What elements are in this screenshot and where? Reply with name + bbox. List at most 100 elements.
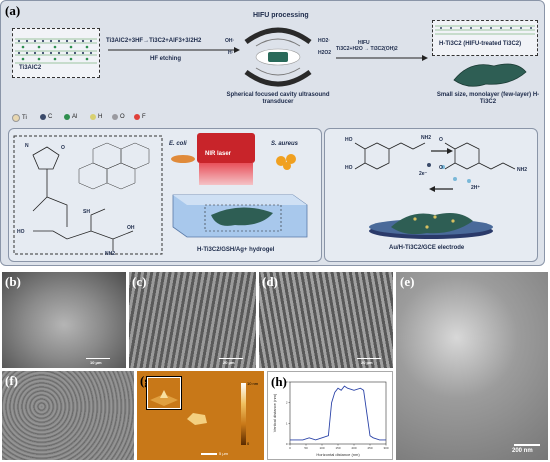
sem-image-d: (d) 20 μm (259, 272, 393, 368)
afm-colorbar (241, 383, 246, 445)
scale-text-g: 5 μm (219, 451, 228, 456)
panel-label-a: (a) (5, 3, 21, 18)
x-tick-label: 250 (367, 446, 372, 450)
hydrogel-block-icon (172, 194, 308, 238)
electrode-caption: Au/H-Ti3C2/GCE electrode (389, 245, 465, 251)
etching-label: HF etching (150, 56, 181, 62)
quinone-nh2: NH2 (517, 167, 528, 173)
plot-frame (289, 381, 387, 445)
panel-label-e: (e) (400, 274, 415, 289)
y-tick-label: 1 (286, 421, 288, 425)
x-axis-label: Horizontal distance (nm) (316, 452, 360, 457)
scale-bar-b (86, 358, 110, 359)
legend-item-o: O (112, 114, 125, 120)
etching-equation: Ti3AlC2+3HF→Ti3C2+AlF3+3/2H2 (106, 38, 202, 44)
dopamine-ho-top: HO (345, 137, 353, 143)
bacteria-1-label: E. coli (169, 141, 187, 147)
o-atom-icon (112, 114, 118, 120)
ultrasound-transducer-icon (244, 27, 312, 87)
x-tick-label: 150 (335, 446, 340, 450)
dopamine-ho-bottom: HO (345, 165, 353, 171)
tem-image-e: (e) 200 nm (396, 272, 548, 460)
scale-text-e: 200 nm (512, 448, 533, 454)
chem-label-sh: SH (83, 209, 90, 215)
panel-label-f: (f) (5, 373, 18, 388)
oxidation-condition: HIFU (358, 40, 370, 46)
legend-label: Ti (22, 115, 27, 121)
hydrogel-box: N O HO OH NH2 SH NIR laser E. coli S. au… (8, 128, 322, 262)
sem-image-c: (c) 20 μm (129, 272, 256, 368)
transducer-caption: Spherical focused cavity ultrasound tran… (226, 92, 330, 105)
afm-image-g: (g) 10 nm 0 5 μm (137, 371, 264, 460)
legend-label: C (48, 114, 53, 120)
x-tick-label: 50 (304, 446, 308, 450)
x-tick-label: 0 (289, 446, 291, 450)
sem-image-f: (f) (2, 371, 134, 460)
sensor-box: NH2 NH2 HO HO O O 2e⁻ 2H⁺ Au/H-Ti3C2/GCE… (324, 128, 538, 262)
electrons-label: 2e⁻ (419, 171, 428, 177)
dopamine-nh2: NH2 (421, 135, 432, 141)
scale-text-b: 10 μm (90, 360, 102, 365)
quinone-o-top: O (439, 137, 443, 143)
max-phase-box: Ti3AlC2 (12, 28, 100, 78)
product-lattice-icon (435, 25, 535, 35)
protons-label: 2H⁺ (471, 185, 481, 191)
scale-bar-e (514, 444, 540, 446)
f-atom-icon (134, 114, 140, 120)
height-profile-chart: Horizontal distance (nm) Vertical distan… (272, 380, 389, 457)
product-box-label: H-Ti3C2 (HIFU-treated Ti3C2) (439, 41, 522, 47)
bacteria-2-label: S. aureus (271, 141, 299, 147)
x-tick-label: 100 (319, 446, 324, 450)
afm-flake-icon (187, 413, 207, 425)
afm-3d-surface-icon (150, 390, 178, 406)
y-axis-label: Vertical distance (nm) (272, 393, 277, 432)
legend-label: F (142, 114, 146, 120)
hydrogel-structure-icon (13, 135, 163, 255)
laser-beam (199, 163, 253, 185)
legend-label: O (120, 114, 125, 120)
legend-item-f: F (134, 114, 146, 120)
y-tick-label: 2 (286, 401, 288, 405)
quinone-o-bottom: O (439, 165, 443, 171)
legend-item-ti: Ti (12, 114, 27, 122)
scale-text-d: 20 μm (361, 360, 373, 365)
ecoli-icon (171, 155, 195, 163)
ti-atom-icon (12, 114, 20, 122)
etching-arrow-icon (108, 47, 240, 53)
y-tick-label: 3 (286, 380, 288, 384)
electrode-icon (369, 213, 493, 239)
chem-label-o: O (61, 145, 65, 151)
laser-label: NIR laser (205, 151, 232, 157)
scale-bar-c (219, 358, 243, 359)
species-ho2: HO2· (318, 38, 330, 44)
oxidation-arrow-icon (336, 55, 428, 61)
oxidation-equation: Ti3C2+H2O → Ti3C2(OH)2 (336, 46, 398, 52)
product-caption: Small size, monolayer (few-layer) H-Ti3C… (436, 92, 540, 105)
hydrogel-caption: H-Ti3C2/GSH/Ag+ hydrogel (197, 247, 275, 253)
afm-colorbar-max: 10 nm (247, 381, 259, 386)
al-atom-icon (64, 114, 70, 120)
element-legend: Ti C Al H O F (12, 114, 202, 124)
profile-series-line (290, 385, 386, 441)
chem-label-nh2: NH2 (105, 251, 116, 257)
panel-label-d: (d) (262, 274, 278, 289)
panel-label-c: (c) (132, 274, 147, 289)
legend-item-al: Al (64, 114, 77, 120)
max-phase-label: Ti3AlC2 (19, 65, 42, 71)
nir-laser-source (197, 133, 255, 163)
legend-item-h: H (90, 114, 102, 120)
height-profile-panel-h: (h) Horizontal distance (nm) Vertical di… (267, 371, 393, 460)
saureus-icon (276, 154, 296, 170)
afm-3d-inset (147, 377, 181, 409)
mxene-flake-icon (453, 63, 527, 87)
y-tick-label: 0 (286, 442, 288, 446)
panel-label-b: (b) (5, 274, 21, 289)
scheme-panel-a: (a) Ti3AlC2 Ti3AlC2+3HF→Ti3C2+AlF3+3/2H2… (0, 0, 545, 266)
sem-image-b: (b) 10 μm (2, 272, 126, 368)
chem-label-ho: HO (17, 229, 25, 235)
panel-label-h: (h) (271, 374, 287, 389)
scale-bar-g (201, 453, 217, 455)
h-atom-icon (90, 114, 96, 120)
species-h2o2: H2O2 (318, 50, 332, 56)
legend-label: H (98, 114, 103, 120)
